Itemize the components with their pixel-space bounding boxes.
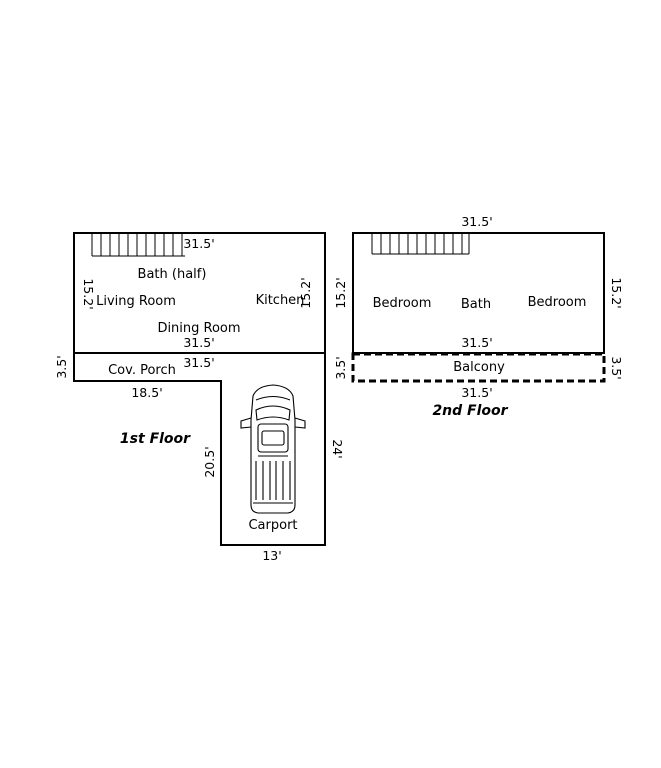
room-label-carport: Carport — [248, 518, 297, 533]
room-label-kitchen: Kitchen — [256, 293, 305, 308]
car-icon — [240, 384, 306, 514]
dim-second-mid-width: 31.5' — [461, 335, 492, 350]
room-label-bedroom-left: Bedroom — [373, 296, 432, 311]
dim-second-right-height: 15.2' — [609, 277, 624, 308]
room-label-bath-half: Bath (half) — [138, 267, 207, 282]
room-label-cov-porch: Cov. Porch — [108, 363, 176, 378]
floor-label-first: 1st Floor — [120, 431, 191, 447]
porch-carport-outline — [73, 353, 326, 546]
dim-first-right-height: 15.2' — [298, 277, 313, 308]
dim-first-left-height: 15.2' — [81, 278, 96, 309]
second-floor: Bedroom Bath Bedroom Balcony 31.5' 15.2'… — [333, 214, 624, 419]
room-label-dining-room: Dining Room — [157, 321, 240, 336]
first-floor: Bath (half) Living Room Kitchen Dining R… — [54, 232, 345, 563]
dim-porch-bottom-width: 18.5' — [131, 385, 162, 400]
dim-first-top-width: 31.5' — [183, 236, 214, 251]
room-label-living-room: Living Room — [96, 294, 176, 309]
floor-label-second: 2nd Floor — [432, 403, 508, 419]
dim-second-left-height: 15.2' — [333, 277, 348, 308]
dim-second-top-width: 31.5' — [461, 214, 492, 229]
room-label-balcony: Balcony — [453, 360, 505, 375]
balcony-outline — [351, 352, 606, 383]
dim-balcony-right: 3.5' — [609, 356, 624, 379]
dim-carport-left: 20.5' — [202, 446, 217, 477]
first-floor-main-outline — [73, 232, 326, 354]
dim-carport-bottom: 13' — [262, 548, 281, 563]
dim-balcony-bottom: 31.5' — [461, 385, 492, 400]
first-floor-stairs — [91, 233, 185, 257]
dim-balcony-left: 3.5' — [333, 356, 348, 379]
room-label-bedroom-right: Bedroom — [528, 295, 587, 310]
dim-porch-top-width: 31.5' — [183, 355, 214, 370]
dim-first-bottom-width: 31.5' — [183, 335, 214, 350]
second-floor-stairs — [371, 233, 470, 255]
room-label-bath: Bath — [461, 297, 491, 312]
dim-porch-height: 3.5' — [54, 355, 69, 378]
dim-carport-right: 24' — [330, 439, 345, 458]
